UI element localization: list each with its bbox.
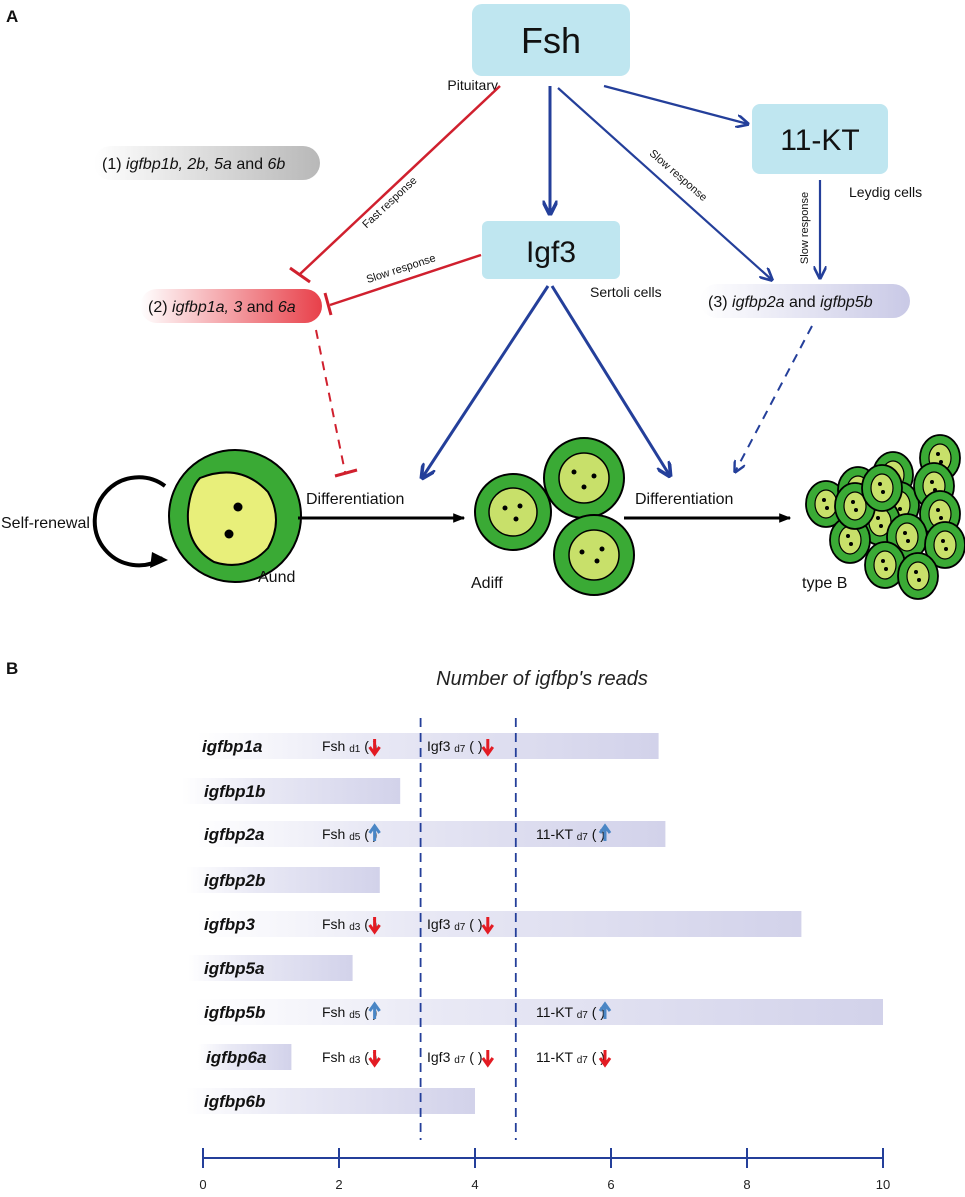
self-renewal-loop xyxy=(92,475,167,568)
down-arrow-icon xyxy=(368,1050,381,1068)
pituitary-label: Pituitary xyxy=(447,77,498,93)
bar-igfbp1b xyxy=(182,778,401,804)
fsh-inhibit-bar xyxy=(289,266,311,284)
type-b-label: type B xyxy=(802,575,847,592)
bar-igfbp2a xyxy=(197,821,666,847)
aund-label: Aund xyxy=(258,569,295,586)
bar-igfbp1a xyxy=(197,733,659,759)
category-label-igfbp5b: igfbp5b xyxy=(204,1003,265,1022)
category-label-igfbp6b: igfbp6b xyxy=(204,1092,265,1111)
up-arrow-icon xyxy=(368,823,381,841)
x-tick-label: 8 xyxy=(743,1177,750,1192)
bar-igfbp5a xyxy=(188,955,353,981)
adiff-cells xyxy=(474,437,635,596)
x-tick-label: 10 xyxy=(876,1177,890,1192)
igf3-inhibit-line xyxy=(329,253,482,307)
igf3-to-diff1-arrow xyxy=(422,285,550,478)
category-label-igfbp5a: igfbp5a xyxy=(204,959,264,978)
chart-title: Number of igfbp's reads xyxy=(436,668,648,690)
type-b-cell xyxy=(924,521,965,569)
group3-to-diff2-dashed xyxy=(735,325,813,472)
up-arrow-icon xyxy=(598,1001,612,1019)
fsh-label: Fsh xyxy=(521,20,581,61)
group1-pill xyxy=(94,146,320,180)
group2-inhibit-bar xyxy=(334,468,358,478)
group3-pill xyxy=(700,284,910,318)
annotation-Igf3-igfbp3: Igf3 d7 ( ) xyxy=(427,916,482,933)
annotation-Igf3-igfbp1a: Igf3 d7 ( ) xyxy=(427,738,482,755)
differentiation-label-2: Differentiation xyxy=(635,491,733,508)
category-label-igfbp6a: igfbp6a xyxy=(206,1048,266,1067)
annotation-11-KT-igfbp6a: 11-KT d7 ( ) xyxy=(536,1049,605,1066)
slow-response-label-kt: Slow response xyxy=(799,192,811,264)
type-b-cell xyxy=(861,464,903,512)
group1-text: (1) igfbp1b, 2b, 5a and 6b xyxy=(102,156,285,173)
category-label-igfbp2a: igfbp2a xyxy=(204,825,264,844)
group3-text: (3) igfbp2a and igfbp5b xyxy=(708,294,873,311)
aund-cell xyxy=(168,449,302,583)
category-label-igfbp1a: igfbp1a xyxy=(202,737,262,756)
annotation-Igf3-igfbp6a: Igf3 d7 ( ) xyxy=(427,1049,482,1066)
fsh-to-group3-arrow xyxy=(557,87,772,280)
category-label-igfbp3: igfbp3 xyxy=(204,915,256,934)
group2-pill xyxy=(140,289,322,323)
down-arrow-icon xyxy=(368,739,381,757)
fast-response-label: Fast response xyxy=(360,175,419,231)
igf3-to-diff2-arrow xyxy=(550,285,670,476)
up-arrow-icon xyxy=(598,823,612,841)
panel-a: A Fsh Pituitary 11-KT Leydig cells Igf3 … xyxy=(1,4,965,600)
category-label-igfbp2b: igfbp2b xyxy=(204,871,265,890)
x-tick-label: 4 xyxy=(471,1177,478,1192)
sertoli-label: Sertoli cells xyxy=(590,284,662,300)
annotation-Fsh-igfbp6a: Fsh d3 ( ) xyxy=(322,1049,377,1066)
fsh-inhibit-line xyxy=(299,85,501,275)
down-arrow-icon xyxy=(481,1050,495,1068)
down-arrow-icon xyxy=(481,739,495,757)
annotation-11-KT-igfbp2a: 11-KT d7 ( ) xyxy=(536,826,605,843)
igf3-label: Igf3 xyxy=(526,236,576,269)
igf3-inhibit-bar xyxy=(323,292,333,316)
down-arrow-icon xyxy=(481,917,495,935)
type-b-cells xyxy=(805,434,965,600)
bar-igfbp5b xyxy=(194,999,883,1025)
up-arrow-icon xyxy=(368,1001,381,1019)
self-renewal-label: Self-renewal xyxy=(1,515,90,532)
bar-igfbp2b xyxy=(186,867,380,893)
down-arrow-icon xyxy=(368,917,381,935)
kt-box xyxy=(752,104,888,174)
annotation-11-KT-igfbp5b: 11-KT d7 ( ) xyxy=(536,1004,605,1021)
category-label-igfbp1b: igfbp1b xyxy=(204,782,265,801)
x-tick-label: 2 xyxy=(335,1177,342,1192)
differentiation-label-1: Differentiation xyxy=(306,491,404,508)
leydig-label: Leydig cells xyxy=(849,184,922,200)
fsh-to-kt-arrow xyxy=(603,84,748,124)
self-renewal-arrowhead xyxy=(150,552,168,568)
panel-a-label: A xyxy=(6,7,18,26)
group2-text: (2) igfbp1a, 3 and 6a xyxy=(148,299,296,316)
igf3-box xyxy=(482,221,620,279)
bar-igfbp3 xyxy=(196,911,802,937)
fsh-box xyxy=(472,4,630,76)
type-b-cell xyxy=(897,552,939,600)
kt-label: 11-KT xyxy=(780,124,859,157)
down-arrow-icon xyxy=(598,1050,612,1068)
x-tick-label: 6 xyxy=(607,1177,614,1192)
x-tick-label: 0 xyxy=(199,1177,206,1192)
group2-inhibit-dashed xyxy=(315,329,346,473)
panel-b-label: B xyxy=(6,659,18,678)
adiff-label: Adiff xyxy=(471,575,503,592)
bar-igfbp6a xyxy=(198,1044,292,1070)
bar-igfbp6b xyxy=(186,1088,475,1114)
